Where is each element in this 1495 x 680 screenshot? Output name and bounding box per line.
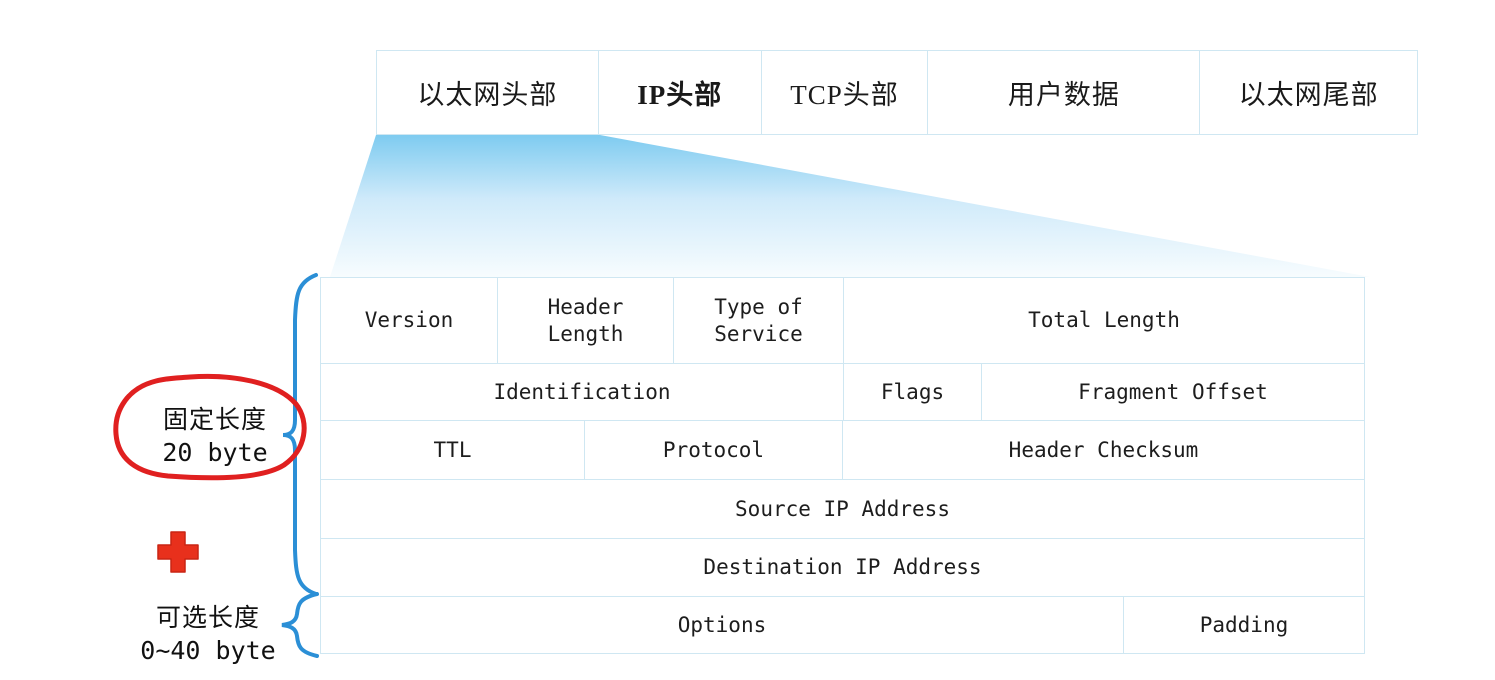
field-ttl: TTL [321, 421, 585, 479]
field-padding: Padding [1124, 597, 1364, 654]
frame-cell-user-data: 用户数据 [928, 51, 1201, 134]
annotation-fixed-length: 固定长度 20 byte [140, 400, 290, 467]
cell-label: Fragment Offset [1078, 379, 1268, 404]
table-row: Options Padding [321, 597, 1364, 654]
cell-label: Identification [493, 379, 671, 404]
brace-fixed-length-icon [282, 273, 318, 596]
field-protocol: Protocol [585, 421, 843, 479]
frame-cell-ip-header: IP头部 [599, 51, 762, 134]
field-options: Options [321, 597, 1124, 654]
red-circle-highlight [113, 373, 307, 481]
field-type-of-service: Type of Service [674, 278, 844, 363]
field-flags: Flags [844, 364, 982, 420]
zoom-funnel-shape [330, 135, 1370, 277]
annotation-line-2: 20 byte [162, 438, 268, 467]
ip-header-table: Version Header Length Type of Service To… [320, 277, 1365, 654]
brace-optional-length-icon [281, 592, 319, 658]
ethernet-frame-bar: 以太网头部 IP头部 TCP头部 用户数据 以太网尾部 [376, 50, 1418, 135]
red-plus-icon [157, 531, 199, 573]
cell-label: Options [677, 613, 767, 638]
field-identification: Identification [321, 364, 844, 420]
frame-cell-ethernet-header: 以太网头部 [377, 51, 599, 134]
field-destination-ip-address: Destination IP Address [321, 539, 1364, 596]
frame-cell-ethernet-trailer: 以太网尾部 [1200, 51, 1417, 134]
field-version: Version [321, 278, 498, 363]
frame-cell-label: TCP头部 [790, 80, 899, 110]
table-row: TTL Protocol Header Checksum [321, 421, 1364, 480]
field-source-ip-address: Source IP Address [321, 480, 1364, 538]
frame-cell-tcp-header: TCP头部 [762, 51, 929, 134]
cell-label: Destination IP Address [703, 555, 982, 580]
table-row: Destination IP Address [321, 539, 1364, 597]
field-total-length: Total Length [844, 278, 1364, 363]
annotation-line-2: 0~40 byte [140, 636, 276, 665]
field-header-length: Header Length [498, 278, 674, 363]
field-header-checksum: Header Checksum [843, 421, 1364, 479]
cell-label: Header Checksum [1008, 437, 1199, 462]
cell-label: Protocol [662, 437, 765, 462]
frame-cell-label: IP头部 [637, 80, 723, 110]
cell-label: Flags [880, 379, 945, 404]
table-row: Identification Flags Fragment Offset [321, 364, 1364, 421]
cell-label: TTL [433, 437, 472, 462]
cell-label: Type of Service [714, 295, 803, 346]
cell-label: Total Length [1028, 308, 1180, 333]
annotation-line-1: 可选长度 [155, 604, 260, 632]
frame-cell-label: 用户数据 [1007, 80, 1120, 110]
annotation-line-1: 固定长度 [162, 406, 267, 434]
cell-label: Padding [1199, 613, 1289, 638]
cell-label: Source IP Address [735, 496, 950, 521]
cell-label: Header Length [547, 295, 624, 346]
frame-cell-label: 以太网尾部 [1238, 80, 1379, 110]
frame-cell-label: 以太网头部 [417, 80, 558, 110]
table-row: Source IP Address [321, 480, 1364, 539]
field-fragment-offset: Fragment Offset [982, 364, 1364, 420]
annotation-optional-length: 可选长度 0~40 byte [128, 598, 288, 665]
cell-label: Version [364, 308, 454, 333]
table-row: Version Header Length Type of Service To… [321, 278, 1364, 364]
